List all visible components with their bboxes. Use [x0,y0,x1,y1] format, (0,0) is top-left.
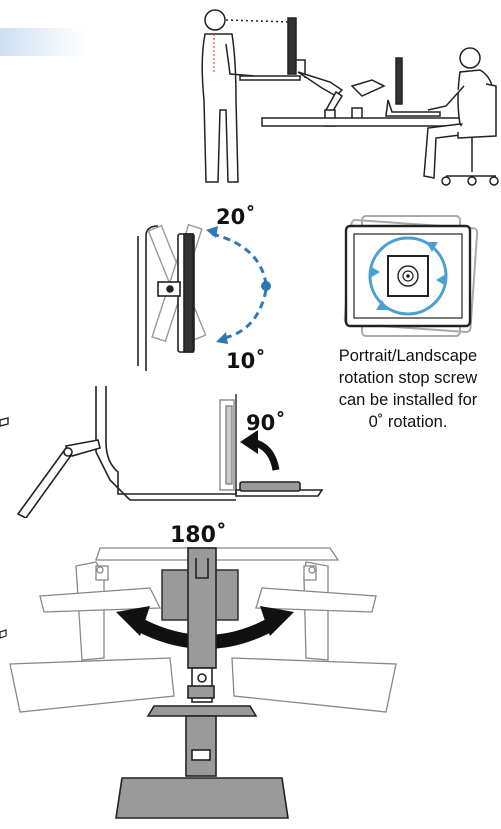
support-arm [16,439,101,518]
swivel-ghost-tray-top [75,547,340,661]
swivel-ghost-tray-bottom [9,657,397,713]
rotation-caption: Portrait/Landscape rotation stop screw c… [318,345,498,433]
tray-ghost-vertical [219,394,237,494]
keyboard-tray-diagram: 90˚ [0,386,324,518]
rotation-diagram [343,215,479,337]
standing-monitor [239,17,306,81]
mount-pole [137,225,159,371]
swivel-post [187,547,217,703]
tilt-pivot-dot [261,281,271,291]
sitting-monitor [385,57,441,117]
swivel-label: 180˚ [170,523,227,548]
tray-rotation-label: 90˚ [246,411,286,435]
tilt-down-label: 10˚ [226,349,266,373]
caption-line-4: 0˚ rotation. [368,413,448,431]
tilt-up-label: 20˚ [216,205,256,229]
desk [261,117,461,127]
tilt-down-arc [223,289,268,340]
swivel-keyboard-platform [115,705,289,819]
caption-line-3: can be installed for [338,391,478,409]
swivel-ghost-wings [39,587,377,613]
sit-stand-illustration [0,9,499,186]
standing-person-figure [201,9,256,183]
tilt-diagram: 20˚ 10˚ [137,205,271,373]
swivel-diagram: 180˚ [0,523,397,819]
keyboard-tray [235,481,324,497]
caption-line-1: Portrait/Landscape [338,347,478,365]
tilt-monitor [157,233,195,353]
header-gradient-strip [0,28,86,56]
caption-line-2: rotation stop screw [338,369,478,387]
eye-level-line [225,19,291,23]
office-chair [441,83,499,186]
tray-post [95,386,236,501]
tilt-up-arc [211,232,268,285]
